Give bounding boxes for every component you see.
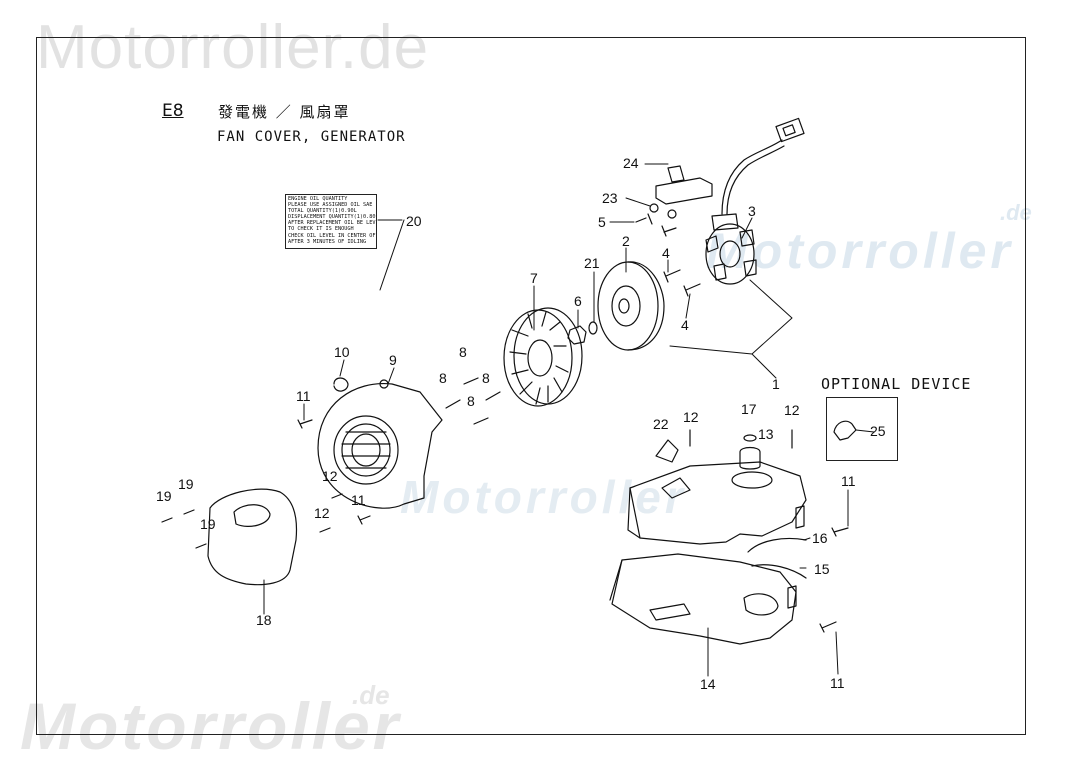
oil-label-line: TOTAL QUANTITY(1)0.90L [288, 208, 357, 215]
part-number-24: 24 [623, 155, 639, 171]
oil-label-line: DISPLACEMENT QUANTITY(1)0.80L [288, 214, 377, 221]
upper-cylinder-shroud [627, 446, 807, 545]
part-number-14: 14 [700, 676, 716, 692]
part-number-15: 15 [814, 561, 830, 577]
part-number-12: 12 [322, 468, 338, 484]
part-number-25: 25 [870, 423, 886, 439]
clamp-16 [747, 537, 807, 553]
part-number-13: 13 [758, 426, 774, 442]
washer-23 [649, 203, 659, 213]
part-number-23: 23 [602, 190, 618, 206]
bolt-8-b [463, 377, 479, 385]
part-number-9: 9 [389, 352, 397, 368]
section-title-english: FAN COVER, GENERATOR [217, 129, 406, 145]
leader-lines [263, 163, 875, 677]
part-number-12: 12 [683, 409, 699, 425]
part-number-12: 12 [784, 402, 800, 418]
washer [667, 209, 677, 219]
optional-device-box [826, 397, 898, 461]
stator-bracket [655, 165, 713, 205]
bolt-8-d [473, 417, 489, 425]
part-number-6: 6 [574, 293, 582, 309]
screw-11-b [357, 515, 371, 525]
oil-label-line: PLEASE USE ASSIGNED OIL SAE 10W40 [288, 202, 376, 209]
part-number-11: 11 [351, 492, 366, 508]
section-code: E8 [162, 101, 184, 121]
diagram-frame [36, 37, 1026, 735]
screw-11-shroud [297, 419, 313, 429]
generator-wire-harness [721, 117, 805, 215]
bolt [661, 225, 677, 237]
lower-cylinder-shroud [609, 553, 797, 645]
grommet-17 [743, 434, 757, 442]
part-number-8: 8 [467, 393, 475, 409]
part-number-17: 17 [741, 401, 757, 417]
part-number-19: 19 [156, 488, 172, 504]
stator-coil [705, 213, 757, 285]
oil-quantity-label-plate: ENGINE OIL QUANTITY PLEASE USE ASSIGNED … [285, 194, 377, 249]
part-number-21: 21 [584, 255, 600, 271]
screw-11-c [831, 527, 849, 537]
screw-19-c [195, 543, 207, 549]
part-number-16: 16 [812, 530, 828, 546]
bolt-8-c [485, 391, 501, 401]
part-number-2: 2 [622, 233, 630, 249]
oil-label-line: AFTER REPLACEMENT OIL BE LEVEL CHECK [288, 220, 376, 227]
part-number-22: 22 [653, 416, 669, 432]
part-number-10: 10 [334, 344, 350, 360]
part-number-4: 4 [681, 317, 689, 333]
watermark-top: Motorroller.de [36, 13, 430, 82]
bolt-5 [635, 213, 653, 225]
watermark-bottom-de: .de [352, 680, 390, 710]
watermark-bottom: Motorroller [20, 689, 402, 763]
optional-device-label: OPTIONAL DEVICE [821, 375, 972, 393]
screw-19-a [161, 517, 173, 523]
part-number-19: 19 [178, 476, 194, 492]
optional-elbow-25 [833, 420, 857, 441]
clamp-15 [751, 564, 807, 579]
screw-11-d [819, 621, 837, 633]
part-number-11: 11 [296, 388, 311, 404]
part-number-1: 1 [772, 376, 780, 392]
oil-label-line: AFTER 3 MINUTES OF IDLING [288, 238, 367, 245]
watermark-right: Motorroller [706, 223, 1014, 279]
screw-12-a [331, 493, 343, 499]
part-number-20: 20 [406, 213, 422, 229]
bolt-4-lower [683, 283, 701, 297]
washer-21 [588, 321, 598, 335]
part-number-8: 8 [439, 370, 447, 386]
oil-label-line: TO CHECK IT IS ENOUGH [288, 226, 354, 233]
part-number-7: 7 [530, 270, 538, 286]
watermark-right-de: .de [1000, 200, 1032, 225]
oil-label-line: ENGINE OIL QUANTITY [288, 196, 348, 202]
part-number-12: 12 [314, 505, 330, 521]
bolt-4-upper [663, 269, 681, 283]
clip-10 [333, 377, 349, 392]
part-number-19: 19 [200, 516, 216, 532]
part-number-8: 8 [459, 344, 467, 360]
part-number-8: 8 [482, 370, 490, 386]
fan-cover [207, 488, 298, 586]
part-number-18: 18 [256, 612, 272, 628]
section-title-chinese: 發電機 ／ 風扇罩 [218, 103, 351, 121]
flywheel-rotor [597, 261, 665, 351]
fan-shroud [317, 379, 443, 509]
part-number-11: 11 [841, 473, 856, 489]
screw-12-b [319, 527, 331, 533]
nut-6 [567, 325, 587, 345]
cooling-fan [503, 307, 583, 407]
part-number-3: 3 [748, 203, 756, 219]
oil-label-line: CHECK OIL LEVEL IN CENTER OFF CONDITION [288, 232, 376, 239]
part-number-4: 4 [662, 245, 670, 261]
part-number-5: 5 [598, 214, 606, 230]
part-number-11: 11 [830, 675, 845, 691]
screw-19-b [183, 509, 195, 515]
bolt-8-a [445, 399, 461, 409]
clip-22 [655, 439, 679, 463]
